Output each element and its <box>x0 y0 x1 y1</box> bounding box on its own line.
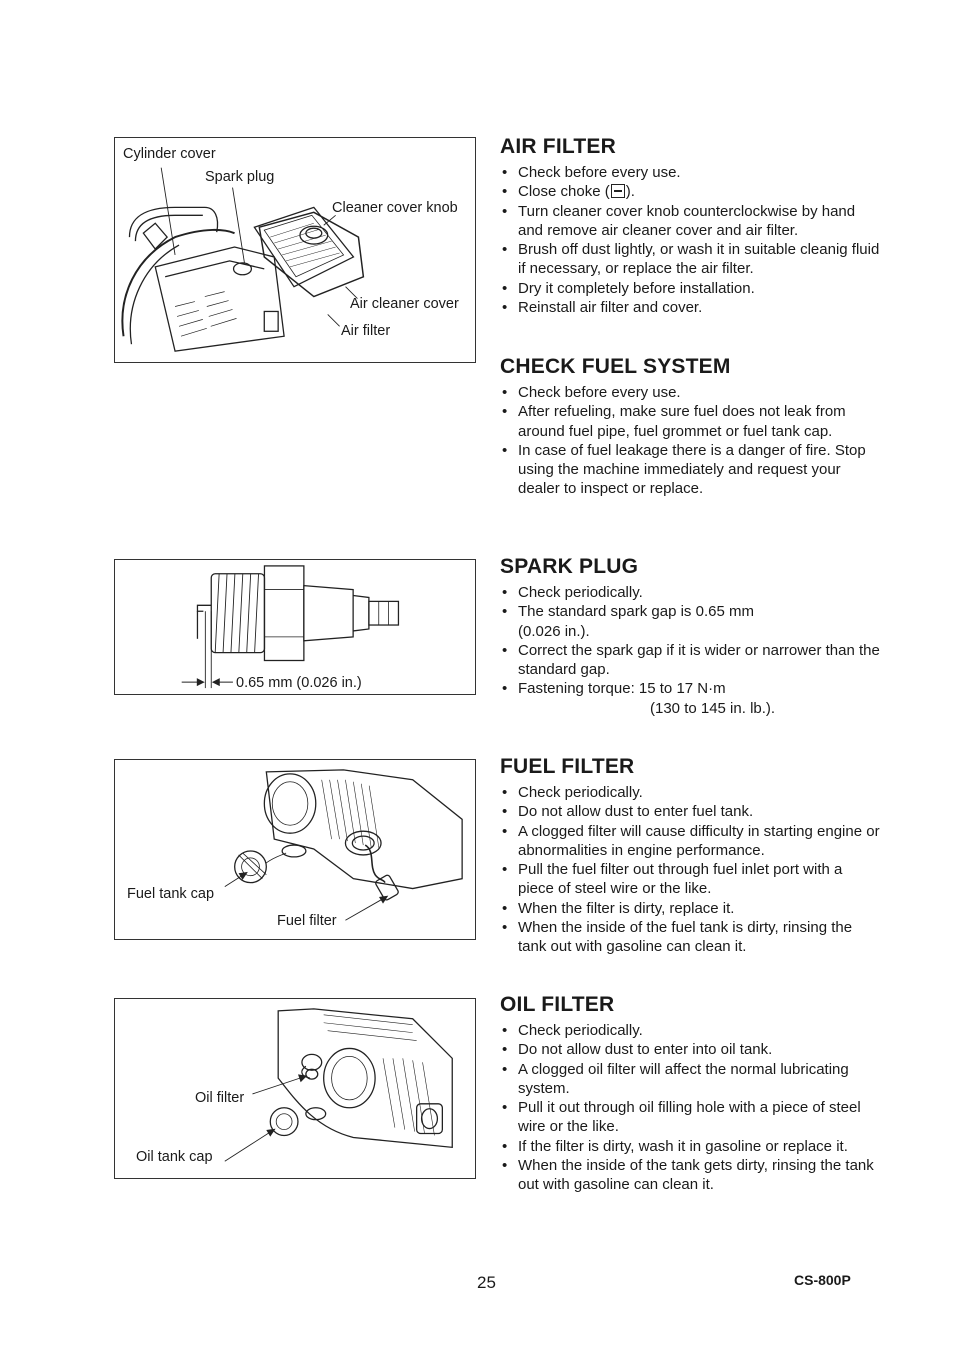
check-fuel-system-list: Check before every use. After refueling,… <box>500 383 880 499</box>
air-filter-illustration <box>121 167 365 352</box>
check-fuel-system-section: CHECK FUEL SYSTEM Check before every use… <box>500 355 880 499</box>
label-cleaner-cover-knob: Cleaner cover knob <box>332 200 458 216</box>
spark-plug-figure: 0.65 mm (0.026 in.) <box>114 559 476 695</box>
list-item: After refueling, make sure fuel does not… <box>500 402 880 441</box>
list-item: Close choke (). <box>500 182 880 202</box>
list-item: Reinstall air filter and cover. <box>500 298 880 318</box>
label-air-cleaner-cover: Air cleaner cover <box>350 296 459 312</box>
list-item: Correct the spark gap if it is wider or … <box>500 641 880 680</box>
spark-plug-list: Check periodically. The standard spark g… <box>500 583 880 718</box>
fuel-filter-illustration <box>224 769 463 921</box>
list-item: Fastening torque: 15 to 17 N·m(130 to 14… <box>500 679 880 718</box>
label-fuel-tank-cap: Fuel tank cap <box>127 886 215 902</box>
label-fuel-filter: Fuel filter <box>277 913 337 929</box>
choke-suffix: ). <box>625 183 635 201</box>
spark-plug-heading: SPARK PLUG <box>500 555 639 578</box>
label-oil-tank-cap: Oil tank cap <box>136 1149 213 1165</box>
air-filter-figure: Cylinder cover Spark plug Cleaner cover … <box>114 137 476 363</box>
page-number: 25 <box>477 1273 496 1292</box>
list-item: If the filter is dirty, wash it in gasol… <box>500 1137 880 1157</box>
fuel-filter-list: Check periodically. Do not allow dust to… <box>500 783 880 957</box>
list-item: Check periodically. <box>500 583 880 603</box>
label-spark-gap: 0.65 mm (0.026 in.) <box>236 675 362 691</box>
list-item: A clogged oil filter will affect the nor… <box>500 1060 880 1099</box>
choke-icon <box>610 184 625 199</box>
list-item: Turn cleaner cover knob counterclockwise… <box>500 202 880 241</box>
list-item: A clogged filter will cause difficulty i… <box>500 822 880 861</box>
list-item: Check periodically. <box>500 783 880 803</box>
list-item: Pull the fuel filter out through fuel in… <box>500 860 880 899</box>
list-item: Check before every use. <box>500 163 880 183</box>
list-item: Check periodically. <box>500 1021 880 1041</box>
list-item: When the inside of the fuel tank is dirt… <box>500 918 880 957</box>
list-item: The standard spark gap is 0.65 mm(0.026 … <box>500 602 880 641</box>
list-item: In case of fuel leakage there is a dange… <box>500 441 880 499</box>
label-cylinder-cover: Cylinder cover <box>123 146 216 162</box>
gap-inch-text: (0.026 in.). <box>518 622 590 640</box>
model-number: CS-800P <box>794 1272 851 1288</box>
fuel-filter-figure: Fuel tank cap Fuel filter <box>114 759 476 940</box>
torque-text: Fastening torque: 15 to 17 N·m <box>518 680 726 698</box>
oil-filter-list: Check periodically. Do not allow dust to… <box>500 1021 880 1195</box>
fuel-filter-section: FUEL FILTER Check periodically. Do not a… <box>500 755 880 957</box>
list-item: Pull it out through oil filling hole wit… <box>500 1098 880 1137</box>
oil-filter-heading: OIL FILTER <box>500 993 615 1016</box>
torque-inch-text: (130 to 145 in. lb.). <box>650 699 776 717</box>
fuel-filter-heading: FUEL FILTER <box>500 755 635 778</box>
list-item: When the filter is dirty, replace it. <box>500 899 880 919</box>
oil-filter-section: OIL FILTER Check periodically. Do not al… <box>500 993 880 1195</box>
gap-text: The standard spark gap is 0.65 mm <box>518 603 754 621</box>
spark-plug-section: SPARK PLUG Check periodically. The stand… <box>500 555 880 718</box>
oil-filter-figure: Oil filter Oil tank cap <box>114 998 476 1179</box>
list-item: Brush off dust lightly, or wash it in su… <box>500 240 880 279</box>
list-item: Check before every use. <box>500 383 880 403</box>
label-spark-plug: Spark plug <box>205 169 275 185</box>
label-air-filter: Air filter <box>341 323 391 339</box>
list-item: Do not allow dust to enter into oil tank… <box>500 1040 880 1060</box>
list-item: Dry it completely before installation. <box>500 279 880 299</box>
list-item: Do not allow dust to enter fuel tank. <box>500 802 880 822</box>
spark-plug-illustration <box>181 565 400 689</box>
air-filter-list: Check before every use. Close choke (). … <box>500 163 880 318</box>
label-oil-filter: Oil filter <box>195 1090 245 1106</box>
oil-filter-illustration <box>224 1008 453 1162</box>
choke-text: Close choke ( <box>518 183 610 201</box>
list-item: When the inside of the tank gets dirty, … <box>500 1156 880 1195</box>
air-filter-section: AIR FILTER Check before every use. Close… <box>500 135 880 318</box>
check-fuel-system-heading: CHECK FUEL SYSTEM <box>500 355 731 378</box>
air-filter-heading: AIR FILTER <box>500 135 616 158</box>
